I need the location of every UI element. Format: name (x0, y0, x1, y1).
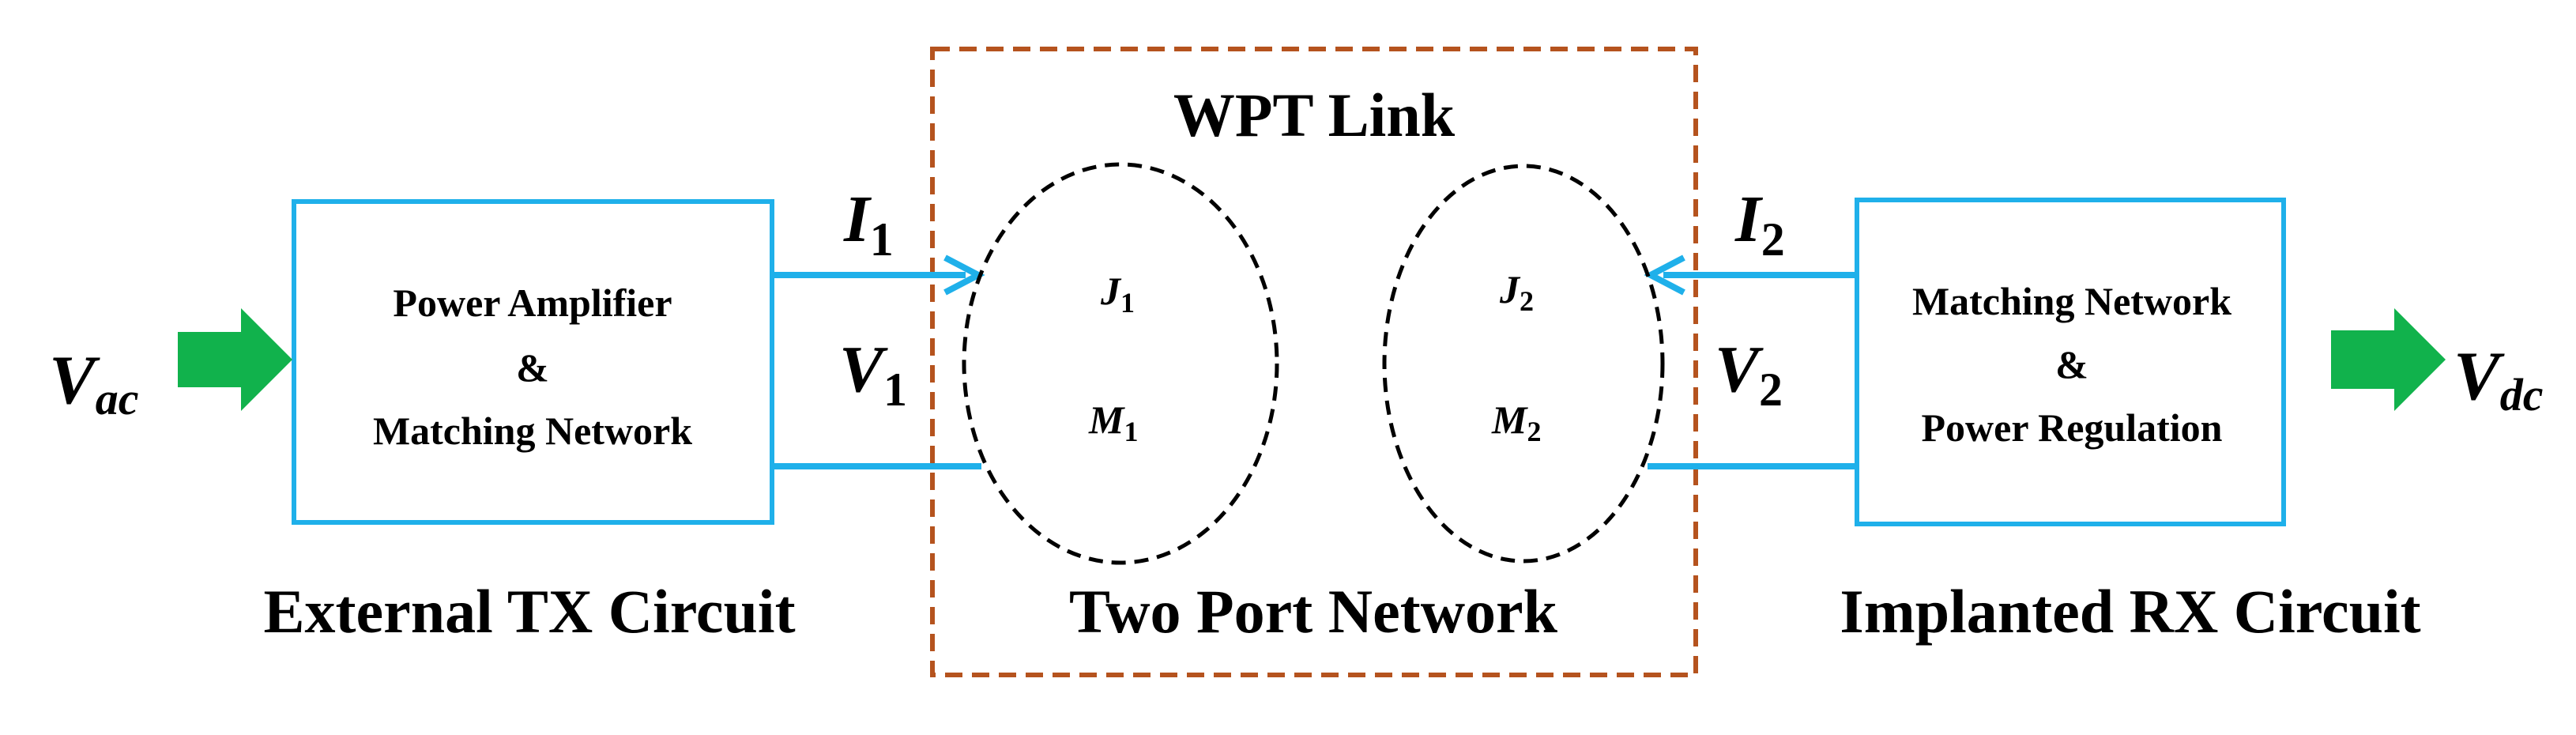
rx-coil-ellipse (1382, 164, 1665, 564)
rx-box-line1: Matching Network (1912, 279, 2231, 323)
port1-current-label: I1 (843, 183, 894, 266)
rx-circuit-box (1855, 198, 2286, 526)
port2-voltage-symbol: V (1715, 333, 1764, 406)
tx-box-line2: & (516, 345, 549, 390)
rx-coil-m-label: M2 (1491, 398, 1541, 447)
rx-box-line2: & (2055, 342, 2088, 386)
tx-coil-j-symbol: J (1100, 269, 1122, 313)
rx-coil-m-subscript: 2 (1527, 416, 1541, 447)
port2-current-subscript: 2 (1761, 213, 1785, 266)
port1-voltage-subscript: 1 (883, 364, 907, 416)
output-voltage-label: Vdc (2454, 338, 2543, 420)
tx-coil-m-subscript: 1 (1124, 416, 1138, 447)
tx-box-line3: Matching Network (373, 409, 692, 453)
rx-box-line3: Power Regulation (1922, 405, 2223, 450)
tx-coil-j-label: J1 (1100, 269, 1135, 318)
port2-voltage-label: V2 (1715, 333, 1783, 416)
port1-current-subscript: 1 (870, 213, 894, 266)
rx-circuit-caption: Implanted RX Circuit (1840, 577, 2420, 646)
rx-coil-j-subscript: 2 (1520, 285, 1534, 317)
port1-voltage-label: V1 (839, 333, 907, 416)
rx-coil-j-label: J2 (1499, 267, 1534, 317)
tx-circuit-caption: External TX Circuit (263, 577, 795, 646)
output-arrow (2331, 308, 2446, 411)
port2-voltage-subscript: 2 (1759, 364, 1783, 416)
tx-circuit-box (292, 199, 774, 525)
wpt-link-boundary (930, 47, 1698, 677)
rx-coil-j-symbol: J (1499, 267, 1521, 311)
port2-current-symbol: I (1734, 183, 1764, 256)
input-voltage-symbol: V (49, 342, 100, 419)
tx-box-line1: Power Amplifier (393, 281, 672, 325)
tx-coil-ellipse (962, 162, 1279, 565)
tx-coil-m-label: M1 (1088, 398, 1138, 447)
tx-coil-m-symbol: M (1088, 398, 1125, 442)
port1-current-symbol: I (843, 183, 872, 256)
wpt-link-title: WPT Link (1173, 81, 1456, 149)
input-voltage-label: Vac (49, 342, 138, 424)
output-voltage-subscript: dc (2500, 369, 2544, 420)
rx-coil-m-symbol: M (1491, 398, 1528, 442)
output-voltage-symbol: V (2454, 338, 2505, 415)
input-voltage-subscript: ac (96, 373, 139, 424)
port2-current-label: I2 (1734, 183, 1785, 266)
port2-current-arrowhead (1644, 254, 1685, 296)
port1-voltage-symbol: V (839, 333, 888, 406)
input-arrow (178, 308, 292, 411)
tx-coil-j-subscript: 1 (1120, 287, 1135, 318)
two-port-network-caption: Two Port Network (1069, 577, 1558, 646)
